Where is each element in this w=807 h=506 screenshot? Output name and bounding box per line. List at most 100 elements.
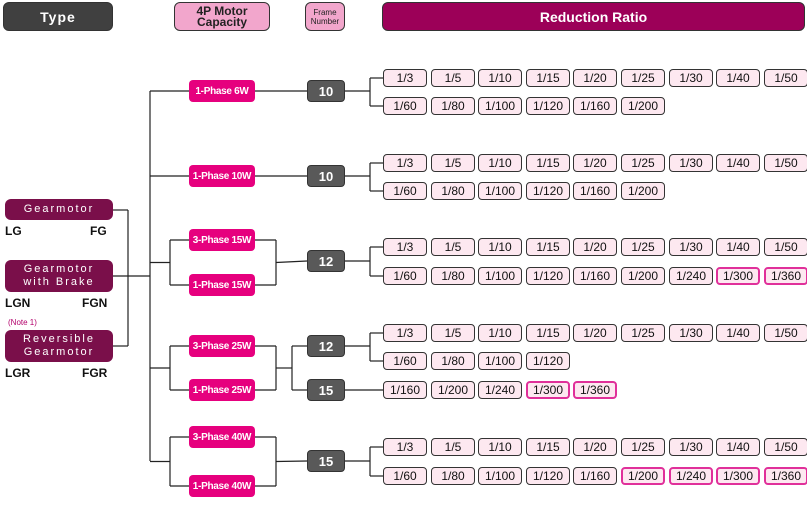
reduction-ratio: 1/50 xyxy=(764,154,807,172)
reduction-ratio: 1/60 xyxy=(383,97,427,115)
reduction-ratio: 1/60 xyxy=(383,352,427,370)
code-fgr: FGR xyxy=(82,366,108,380)
reduction-ratio-highlighted: 1/300 xyxy=(716,467,760,485)
reduction-ratio: 1/15 xyxy=(526,438,570,456)
frame-number-box: 10 xyxy=(307,80,345,102)
reduction-ratio: 1/20 xyxy=(573,69,617,87)
reduction-ratio: 1/30 xyxy=(669,324,713,342)
reduction-ratio-highlighted: 1/360 xyxy=(573,381,617,399)
motor-capacity-box: 1-Phase 10W xyxy=(189,165,255,187)
reduction-ratio-highlighted: 1/300 xyxy=(716,267,760,285)
reduction-ratio: 1/25 xyxy=(621,324,665,342)
reduction-ratio: 1/80 xyxy=(431,467,475,485)
reduction-ratio: 1/3 xyxy=(383,324,427,342)
reduction-ratio: 1/25 xyxy=(621,438,665,456)
reduction-ratio: 1/120 xyxy=(526,182,570,200)
motor-capacity-box: 3-Phase 40W xyxy=(189,426,255,448)
reduction-ratio: 1/60 xyxy=(383,267,427,285)
reduction-ratio-highlighted: 1/300 xyxy=(526,381,570,399)
reduction-ratio: 1/5 xyxy=(431,238,475,256)
reduction-ratio: 1/15 xyxy=(526,324,570,342)
motor-capacity-box: 3-Phase 15W xyxy=(189,229,255,251)
reduction-ratio: 1/15 xyxy=(526,238,570,256)
reduction-ratio: 1/40 xyxy=(716,154,760,172)
frame-number-box: 15 xyxy=(307,379,345,401)
reduction-ratio: 1/10 xyxy=(478,69,522,87)
reduction-ratio: 1/5 xyxy=(431,154,475,172)
reduction-ratio: 1/160 xyxy=(573,467,617,485)
reduction-ratio: 1/10 xyxy=(478,238,522,256)
reduction-ratio: 1/60 xyxy=(383,467,427,485)
reduction-ratio: 1/40 xyxy=(716,69,760,87)
code-lg: LG xyxy=(5,224,22,238)
reduction-ratio: 1/5 xyxy=(431,438,475,456)
reduction-ratio: 1/100 xyxy=(478,467,522,485)
frame-number-box: 15 xyxy=(307,450,345,472)
reduction-ratio: 1/160 xyxy=(573,182,617,200)
reduction-ratio: 1/80 xyxy=(431,182,475,200)
reduction-ratio: 1/80 xyxy=(431,352,475,370)
reduction-ratio-highlighted: 1/360 xyxy=(764,467,807,485)
reduction-ratio: 1/80 xyxy=(431,267,475,285)
reduction-ratio-highlighted: 1/360 xyxy=(764,267,807,285)
reduction-ratio: 1/120 xyxy=(526,352,570,370)
reduction-ratio: 1/200 xyxy=(621,267,665,285)
reduction-ratio: 1/40 xyxy=(716,238,760,256)
reduction-ratio: 1/50 xyxy=(764,238,807,256)
reduction-ratio: 1/25 xyxy=(621,154,665,172)
reduction-ratio: 1/10 xyxy=(478,154,522,172)
reduction-ratio: 1/80 xyxy=(431,97,475,115)
reduction-ratio: 1/200 xyxy=(621,182,665,200)
motor-capacity-box: 1-Phase 15W xyxy=(189,274,255,296)
motor-capacity-box: 1-Phase 40W xyxy=(189,475,255,497)
frame-number-box: 10 xyxy=(307,165,345,187)
reduction-ratio: 1/25 xyxy=(621,238,665,256)
frame-number-box: 12 xyxy=(307,335,345,357)
reduction-ratio: 1/3 xyxy=(383,238,427,256)
code-fg: FG xyxy=(90,224,107,238)
reduction-ratio: 1/20 xyxy=(573,238,617,256)
reduction-ratio: 1/160 xyxy=(573,267,617,285)
reduction-ratio: 1/100 xyxy=(478,352,522,370)
reduction-ratio: 1/50 xyxy=(764,438,807,456)
header-frame-number: Frame Number xyxy=(305,2,345,31)
reduction-ratio: 1/20 xyxy=(573,438,617,456)
reduction-ratio: 1/50 xyxy=(764,69,807,87)
reduction-ratio: 1/30 xyxy=(669,238,713,256)
reduction-ratio: 1/15 xyxy=(526,154,570,172)
reduction-ratio: 1/15 xyxy=(526,69,570,87)
motor-capacity-box: 1-Phase 6W xyxy=(189,80,255,102)
reduction-ratio: 1/20 xyxy=(573,324,617,342)
reduction-ratio: 1/120 xyxy=(526,267,570,285)
reduction-ratio: 1/100 xyxy=(478,97,522,115)
reduction-ratio: 1/30 xyxy=(669,154,713,172)
type-gearmotor-with-brake: Gearmotor with Brake xyxy=(5,260,113,292)
reduction-ratio: 1/3 xyxy=(383,69,427,87)
reduction-ratio: 1/100 xyxy=(478,182,522,200)
reduction-ratio: 1/200 xyxy=(431,381,475,399)
reduction-ratio: 1/5 xyxy=(431,324,475,342)
reduction-ratio: 1/3 xyxy=(383,154,427,172)
reduction-ratio: 1/160 xyxy=(573,97,617,115)
note-1: (Note 1) xyxy=(8,318,37,327)
reduction-ratio: 1/100 xyxy=(478,267,522,285)
header-reduction-ratio: Reduction Ratio xyxy=(382,2,805,31)
reduction-ratio: 1/30 xyxy=(669,438,713,456)
frame-line xyxy=(275,260,308,264)
reduction-ratio: 1/25 xyxy=(621,69,665,87)
reduction-ratio-highlighted: 1/240 xyxy=(669,467,713,485)
header-motor-capacity: 4P Motor Capacity xyxy=(174,2,270,31)
type-reversible-gearmotor: Reversible Gearmotor xyxy=(5,330,113,362)
code-lgr: LGR xyxy=(5,366,31,380)
reduction-ratio: 1/160 xyxy=(383,381,427,399)
header-type: Type xyxy=(3,2,113,31)
frame-number-box: 12 xyxy=(307,250,345,272)
motor-capacity-box: 1-Phase 25W xyxy=(189,379,255,401)
reduction-ratio: 1/60 xyxy=(383,182,427,200)
reduction-ratio: 1/40 xyxy=(716,324,760,342)
reduction-ratio: 1/5 xyxy=(431,69,475,87)
reduction-ratio: 1/240 xyxy=(478,381,522,399)
reduction-ratio: 1/30 xyxy=(669,69,713,87)
reduction-ratio-highlighted: 1/200 xyxy=(621,467,665,485)
type-gearmotor: Gearmotor xyxy=(5,199,113,220)
